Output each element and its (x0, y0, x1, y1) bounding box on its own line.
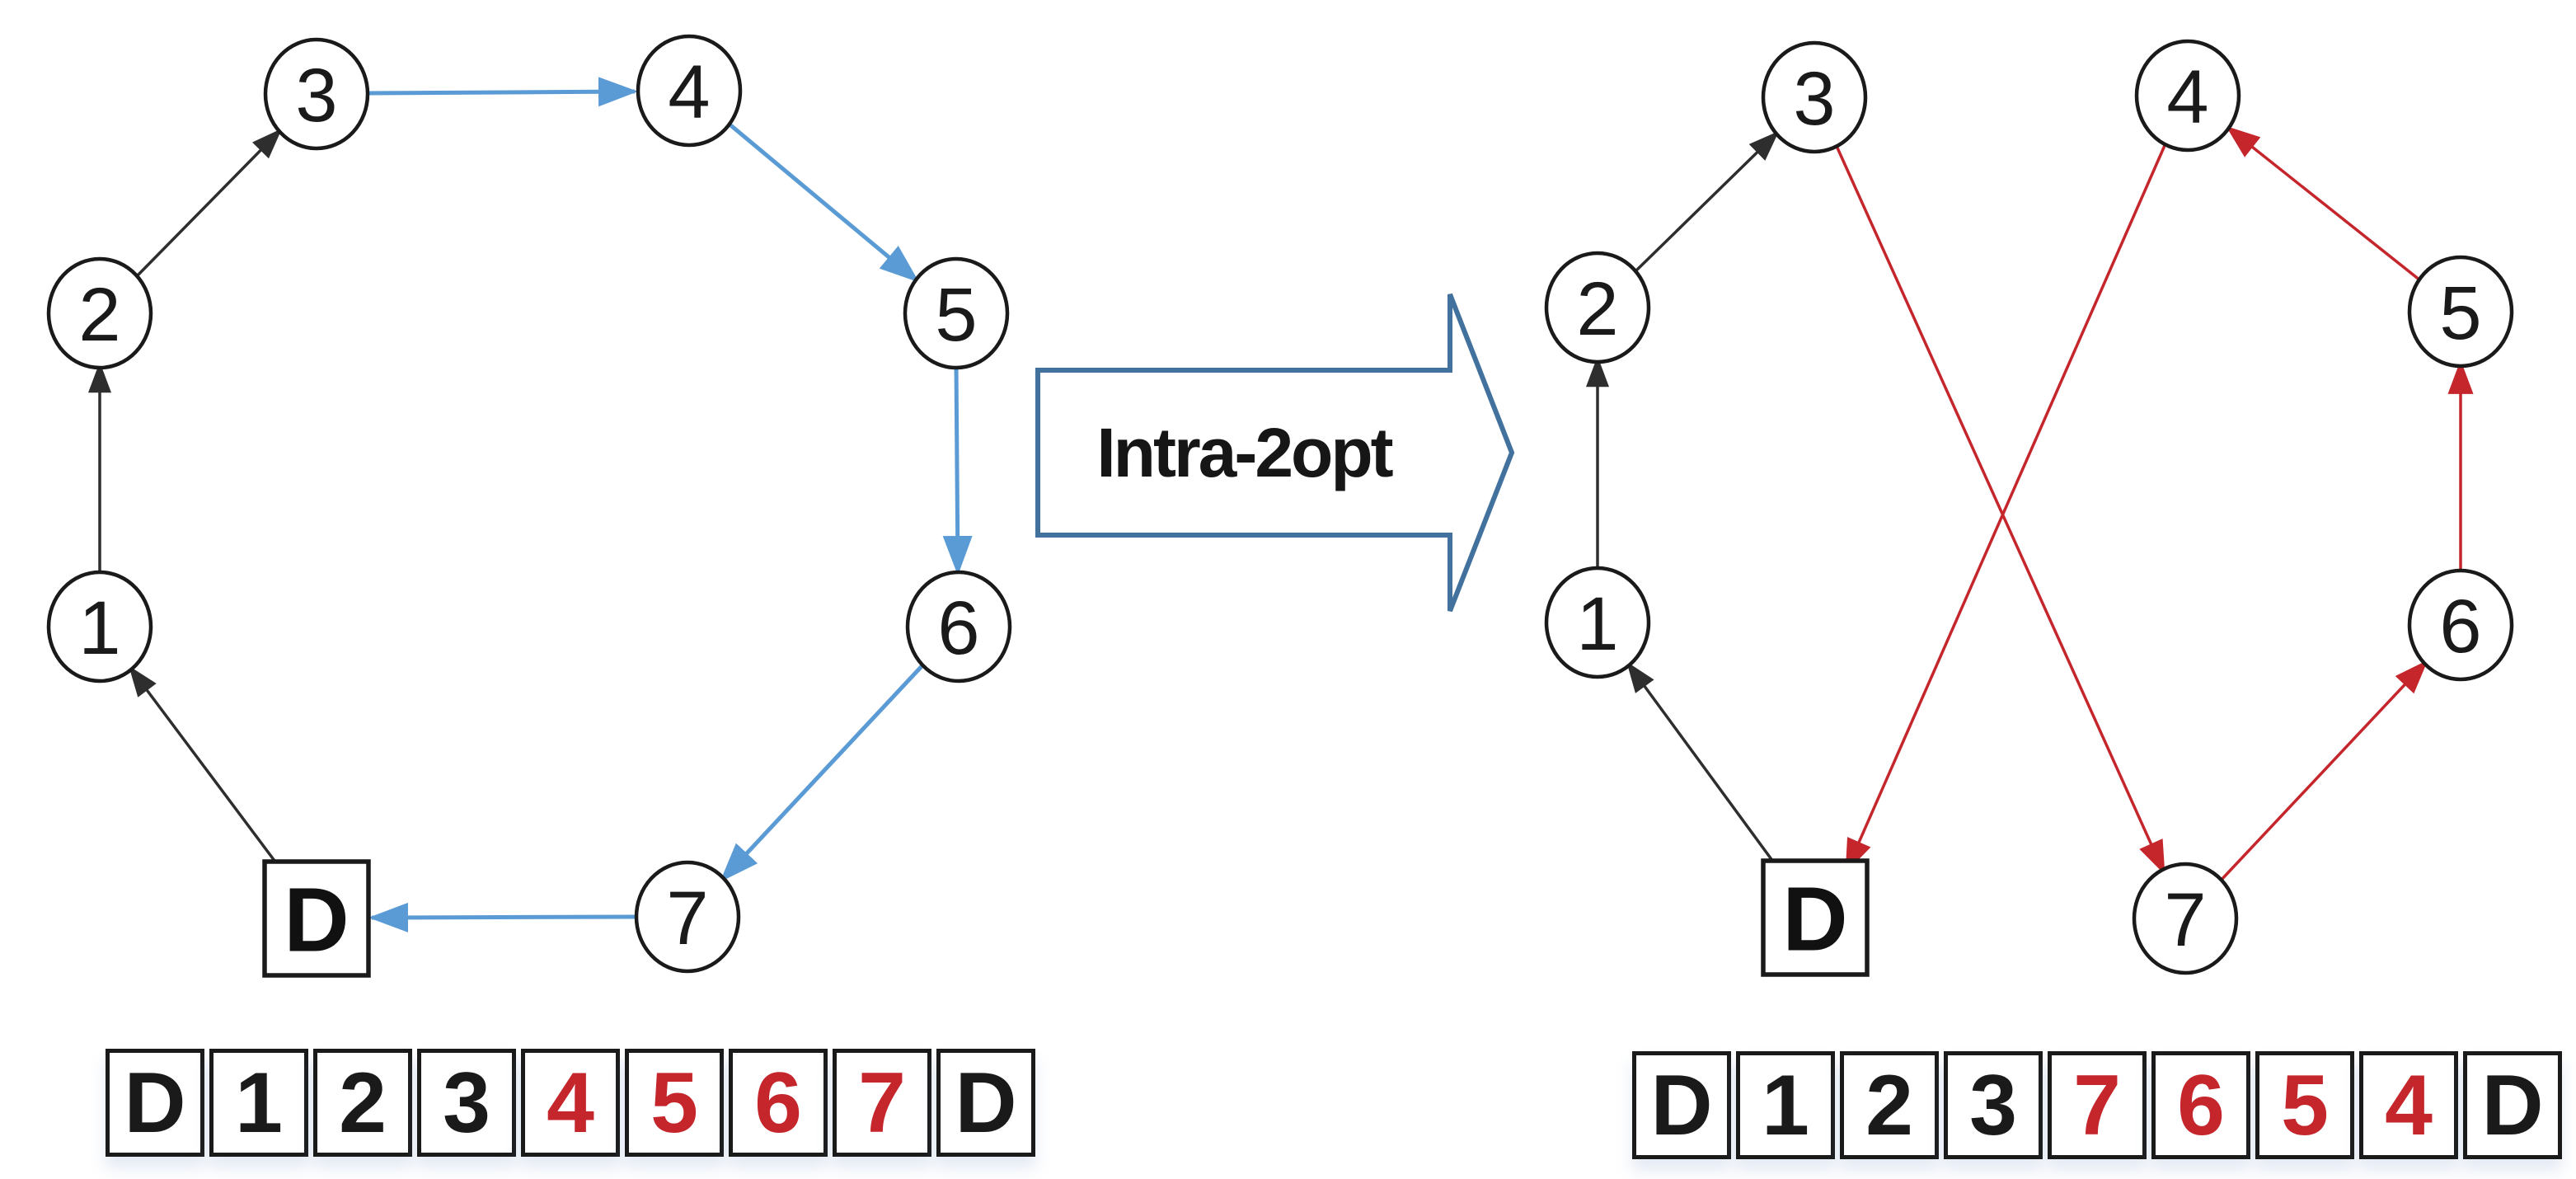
seq-cell-2: 2 (1840, 1051, 1939, 1159)
customer-circle (263, 37, 370, 151)
customer-circle (2134, 39, 2241, 153)
edge-before-4-5 (727, 122, 920, 283)
seq-cell-6: 6 (729, 1049, 828, 1157)
edge-after-4-D (1845, 141, 2168, 874)
edge-before-3-4 (367, 77, 638, 107)
seq-cell-3: 3 (417, 1049, 516, 1157)
seq-cell-5: 5 (625, 1049, 724, 1157)
edge-after-5-4 (2226, 125, 2422, 282)
edge-before-7-D (368, 902, 637, 932)
customer-circle (1761, 40, 1868, 154)
node-after-7: 7 (2132, 862, 2239, 975)
customer-circle-label: 4 (668, 50, 710, 134)
node-before-5: 5 (903, 256, 1010, 370)
edge-after-3-7 (1834, 143, 2165, 876)
edge-after-2-3 (1633, 130, 1780, 274)
customer-circle-label: 2 (78, 273, 120, 357)
node-before-D: D (262, 859, 371, 978)
seq-cell-7: 7 (833, 1049, 931, 1157)
customer-circle (634, 860, 741, 974)
edge-after-7-6 (2218, 660, 2428, 883)
node-before-2: 2 (46, 256, 153, 370)
customer-circle-label: 7 (666, 876, 708, 961)
node-after-6: 6 (2407, 568, 2514, 682)
edge-after-D-1 (1626, 661, 1784, 876)
depot-box (262, 859, 371, 978)
seq-cell-4: 4 (521, 1049, 620, 1157)
customer-circle-label: 6 (937, 586, 979, 670)
customer-circle-label: 1 (78, 586, 120, 670)
depot-box-label: D (1782, 869, 1847, 970)
customer-circle-label: 7 (2164, 878, 2206, 962)
customer-circle (46, 256, 153, 370)
customer-circle (905, 570, 1012, 683)
seq-cell-D: D (1632, 1051, 1731, 1159)
customer-circle-label: 1 (1576, 582, 1618, 666)
customer-circle-label: 6 (2439, 585, 2481, 669)
seq-cell-7: 7 (2048, 1051, 2147, 1159)
customer-circle-label: 5 (2439, 271, 2481, 355)
edge-before-5-6 (942, 364, 973, 575)
customer-circle-label: 2 (1576, 267, 1618, 351)
edge-before-2-3 (134, 128, 283, 279)
edge-before-D-1 (129, 665, 286, 876)
customer-circle (1544, 251, 1651, 364)
node-after-3: 3 (1761, 40, 1868, 154)
node-before-6: 6 (905, 570, 1012, 683)
node-after-5: 5 (2407, 255, 2514, 369)
seq-cell-3: 3 (1944, 1051, 2043, 1159)
node-before-1: 1 (46, 570, 153, 683)
customer-circle-label: 3 (295, 54, 337, 138)
seq-cell-1: 1 (209, 1049, 308, 1157)
seq-cell-4: 4 (2359, 1051, 2458, 1159)
node-after-4: 4 (2134, 39, 2241, 153)
node-after-D: D (1761, 858, 1870, 977)
node-before-7: 7 (634, 860, 741, 974)
customer-circle (46, 570, 153, 683)
seq-cell-D: D (2463, 1051, 2562, 1159)
seq-cell-2: 2 (313, 1049, 412, 1157)
seq-cell-D: D (936, 1049, 1035, 1157)
node-after-1: 1 (1544, 566, 1651, 679)
seq-cell-6: 6 (2151, 1051, 2250, 1159)
customer-circle-label: 4 (2166, 55, 2208, 139)
customer-circle (2407, 568, 2514, 682)
customer-circle (903, 256, 1010, 370)
seq-cell-D: D (106, 1049, 204, 1157)
customer-circle-label: 5 (935, 273, 977, 357)
seq-cell-1: 1 (1736, 1051, 1835, 1159)
customer-circle (2407, 255, 2514, 369)
seq-cell-5: 5 (2255, 1051, 2354, 1159)
customer-circle-label: 3 (1793, 57, 1835, 141)
intra-2opt-block-arrow (1035, 293, 1515, 613)
customer-circle (2132, 862, 2239, 975)
customer-circle (1544, 566, 1651, 679)
node-before-4: 4 (636, 34, 743, 148)
node-before-3: 3 (263, 37, 370, 151)
transform-arrow-label: Intra-2opt (1096, 413, 1393, 491)
node-after-2: 2 (1544, 251, 1651, 364)
edge-before-6-7 (720, 662, 926, 882)
depot-box-label: D (284, 870, 349, 971)
depot-box (1761, 858, 1870, 977)
customer-circle (636, 34, 743, 148)
